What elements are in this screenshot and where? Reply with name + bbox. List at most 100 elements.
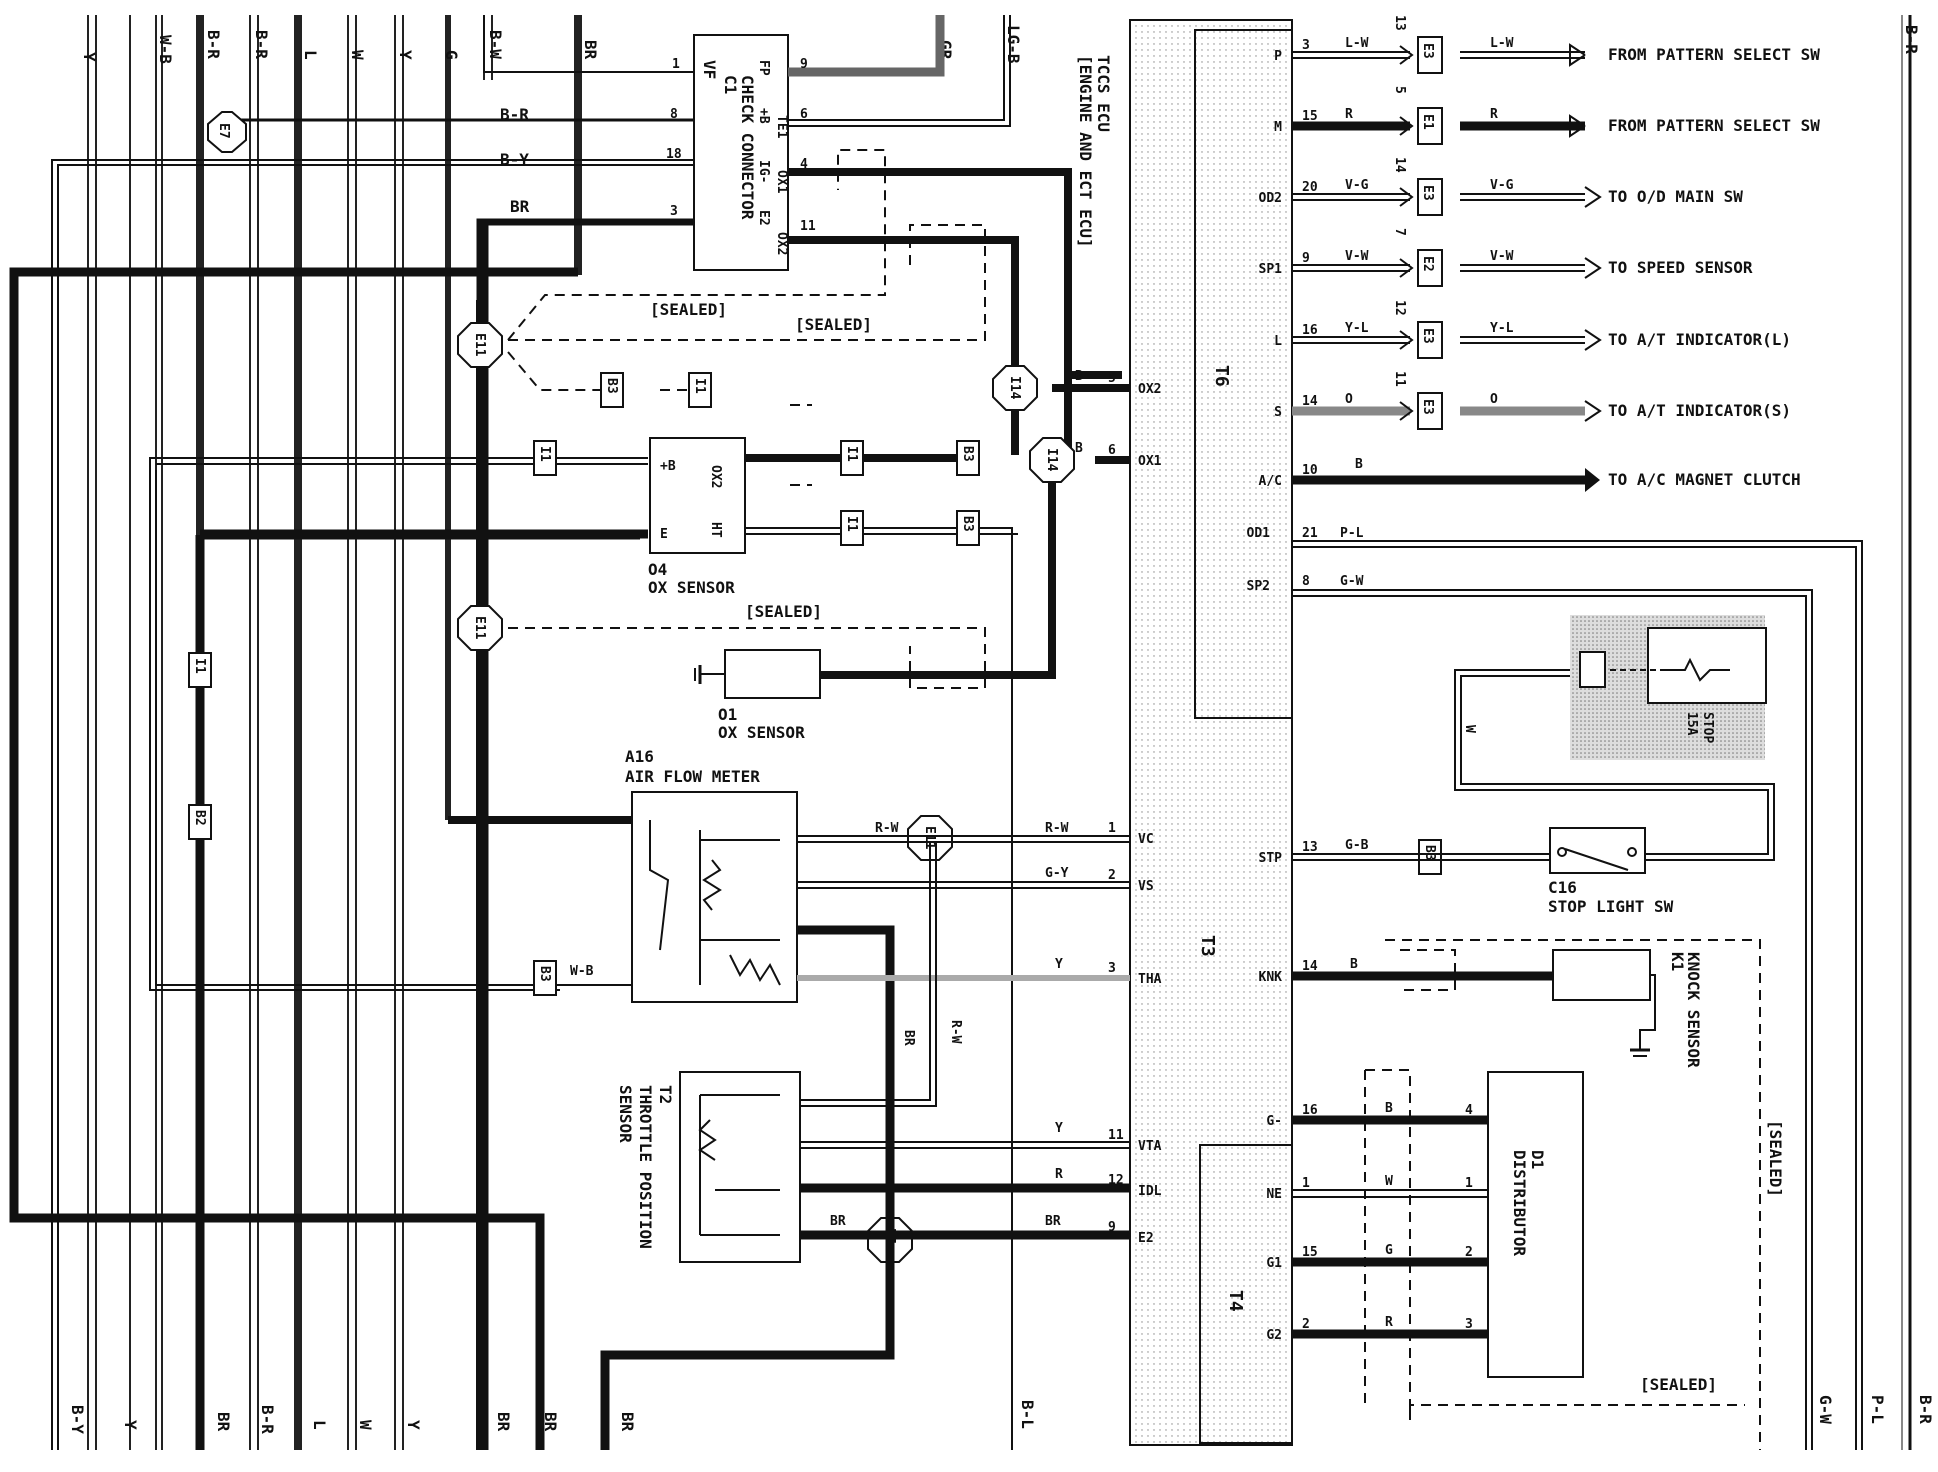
ox-sensor-o4: +B OX2 E HT O4 OX SENSOR [648, 437, 746, 597]
top-wire-label: Y [80, 52, 99, 62]
t6-pin-number: 16 [1302, 323, 1318, 338]
sealed-label: [SEALED] [745, 602, 822, 621]
t6-arrow [1399, 330, 1414, 350]
bottom-wire-label: W [356, 1420, 375, 1430]
svg-text:11: 11 [800, 219, 816, 234]
t6-connector-box [1417, 178, 1443, 216]
svg-text:BR: BR [510, 197, 530, 216]
svg-text:R-W: R-W [875, 821, 899, 836]
svg-text:BR: BR [1045, 1214, 1061, 1229]
t6-pin-name: SP1 [1259, 262, 1283, 277]
junction-connector [1029, 437, 1075, 483]
t6-connector-pin: 5 [1392, 86, 1407, 94]
sealed-label: [SEALED] [795, 315, 872, 334]
svg-text:OX2: OX2 [774, 232, 789, 255]
t3-pin-number: 14 [1302, 959, 1318, 974]
junction-connector [457, 605, 503, 651]
t6-connector-pin: 12 [1392, 300, 1407, 316]
bottom-wire-label: BR [541, 1412, 560, 1432]
stop-light-switch: C16 STOP LIGHT SW [1548, 827, 1674, 916]
t6-wire-label: V-W [1490, 249, 1514, 264]
junction-label: E11 [922, 826, 937, 850]
svg-text:3: 3 [670, 204, 678, 219]
t3-pin-name: STP [1259, 851, 1283, 866]
inline-connector-label: B3 [604, 378, 619, 394]
t6-wire-label: O [1490, 392, 1498, 407]
t6-wire-label: L-W [1490, 36, 1514, 51]
svg-text:9: 9 [800, 57, 808, 72]
svg-text:D1: D1 [1528, 1150, 1547, 1169]
t6-connector-pin: 13 [1392, 15, 1407, 31]
top-wire-label: B-R [252, 30, 271, 59]
top-wire-label: W [348, 50, 367, 60]
t6-wire-label: B [1355, 457, 1363, 472]
t4-distributor-pin: 4 [1465, 1103, 1473, 1118]
bottom-wire-label: L [310, 1420, 329, 1430]
t3-pin-name: OX1 [1138, 454, 1162, 469]
svg-text:SP2: SP2 [1247, 579, 1270, 594]
connector-t4: T4 [1225, 1290, 1246, 1312]
t6-connector-box [1417, 107, 1443, 145]
top-wire-label: BR [581, 40, 600, 60]
t6-wire-label: R [1345, 107, 1353, 122]
bottom-wire-label: B-Y [68, 1405, 87, 1434]
bottom-wire-label: Y [121, 1420, 140, 1430]
svg-text:Y: Y [1055, 1121, 1063, 1136]
throttle-position-sensor: T2 THROTTLE POSITION SENSOR [616, 1071, 801, 1263]
t6-in-arrow [1569, 114, 1586, 138]
inline-connector [1418, 839, 1442, 875]
t3-pin-number: 2 [1108, 868, 1116, 883]
svg-text:+B: +B [660, 459, 676, 474]
t6-connector-pin: 11 [1392, 371, 1407, 387]
svg-text:+B: +B [756, 108, 771, 124]
svg-text:18: 18 [666, 147, 682, 162]
inline-connector [956, 510, 980, 546]
svg-text:R: R [1055, 1167, 1063, 1182]
svg-text:AIR FLOW METER: AIR FLOW METER [625, 767, 760, 786]
t4-wire-label: W [1385, 1174, 1393, 1189]
t3-pin-name: IDL [1138, 1184, 1162, 1199]
inline-connector [533, 960, 557, 996]
svg-text:O4: O4 [648, 560, 667, 579]
svg-text:1: 1 [672, 57, 680, 72]
svg-text:C16: C16 [1548, 878, 1577, 897]
t6-destination: FROM PATTERN SELECT SW [1608, 116, 1820, 135]
ground-loop [9, 225, 640, 1450]
t6-pin-number: 9 [1302, 251, 1310, 266]
junction-label: E11 [472, 333, 487, 357]
t6-destination: TO SPEED SENSOR [1608, 258, 1753, 277]
t6-pin-number: 20 [1302, 180, 1318, 195]
svg-text:E: E [660, 527, 668, 542]
svg-text:HT: HT [708, 522, 723, 538]
junction-label: I14 [1007, 376, 1022, 400]
t6-connector-name: E3 [1420, 399, 1435, 415]
t6-wire-label: O [1345, 392, 1353, 407]
svg-text:P-L: P-L [1340, 526, 1364, 541]
t4-pin-number: 16 [1302, 1103, 1318, 1118]
bottom-wire-label: BR [214, 1412, 233, 1432]
inline-connector [188, 652, 212, 688]
svg-text:IG-: IG- [756, 160, 771, 183]
svg-text:21: 21 [1302, 526, 1318, 541]
svg-text:R-W: R-W [1045, 821, 1069, 836]
t4-pin-number: 1 [1302, 1176, 1310, 1191]
svg-text:BR: BR [830, 1214, 846, 1229]
top-wire-label: B-W [486, 30, 505, 59]
svg-text:OD1: OD1 [1247, 526, 1271, 541]
t6-arrow [1399, 187, 1414, 207]
bottom-wire-label: B-R [258, 1405, 277, 1434]
svg-text:O1: O1 [718, 705, 737, 724]
t3-pin-number: 13 [1302, 840, 1318, 855]
svg-text:VF: VF [700, 60, 719, 79]
t4-pin-name: G2 [1266, 1328, 1282, 1343]
t6-connector-pin: 7 [1392, 228, 1407, 236]
svg-text:OX1: OX1 [774, 170, 789, 194]
top-wire-label: G [442, 50, 461, 60]
t6-pin-name: L [1274, 334, 1282, 349]
t6-arrow [1399, 401, 1414, 421]
svg-text:E2: E2 [756, 210, 771, 226]
svg-text:STOP: STOP [1700, 712, 1715, 743]
t6-destination: TO A/C MAGNET CLUTCH [1608, 470, 1801, 489]
inline-connector-label: B3 [960, 446, 975, 462]
